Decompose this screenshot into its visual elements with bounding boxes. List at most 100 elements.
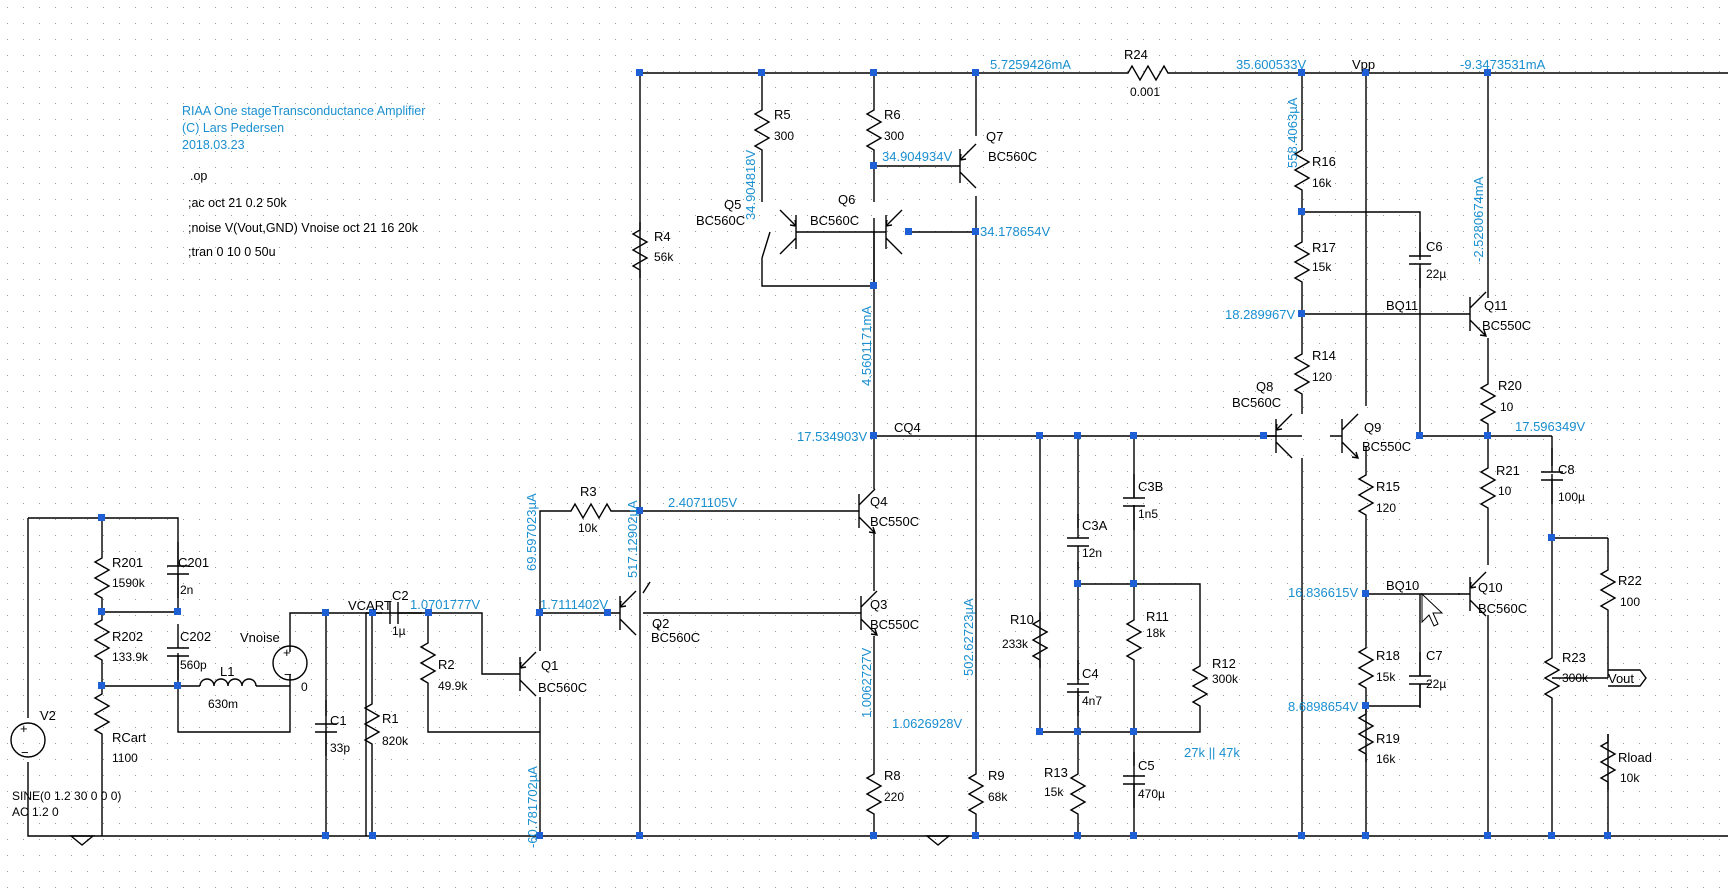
r14-name: R14 xyxy=(1312,348,1336,363)
q3-name: Q3 xyxy=(870,597,887,612)
r3-name: R3 xyxy=(580,484,597,499)
r17-value: 15k xyxy=(1312,260,1332,274)
op-q3-emitter-voltage: 1.0062727V xyxy=(859,648,874,718)
c201-value: 2n xyxy=(180,583,193,597)
q8-model: BC560C xyxy=(1232,395,1281,410)
r2-name: R2 xyxy=(438,657,455,672)
spice-directives[interactable]: .op ;ac oct 21 0.2 50k ;noise V(Vout,GND… xyxy=(188,169,419,259)
junction-dots xyxy=(98,69,1611,839)
net-labels[interactable]: VCART CQ4 BQ11 BQ10 Vpp Vout xyxy=(348,57,1647,687)
r15-name: R15 xyxy=(1376,479,1400,494)
source-vnoise-value[interactable]: 0 xyxy=(301,680,308,694)
op-vpp-voltage: 35.600533V xyxy=(1236,57,1306,72)
l1-name[interactable]: L1 xyxy=(220,664,234,679)
r2-value: 49.9k xyxy=(438,679,468,693)
directive-op[interactable]: .op xyxy=(190,169,207,183)
source-v2-ac[interactable]: AC 1.2 0 xyxy=(12,805,59,819)
r8-name: R8 xyxy=(884,768,901,783)
q9-model: BC550C xyxy=(1362,439,1411,454)
operating-point-labels[interactable]: 5.7259426mA 35.600533V -9.3473531mA 558.… xyxy=(410,57,1585,848)
op-bq11-voltage: 18.289967V xyxy=(1225,307,1295,322)
r18-name: R18 xyxy=(1376,648,1400,663)
c1-value: 33p xyxy=(330,741,350,755)
resistor-labels[interactable]: R201 1590k R202 133.9k RCart 1100 R1 820… xyxy=(112,47,1652,804)
c2-value: 1µ xyxy=(392,624,406,638)
r5-name: R5 xyxy=(774,107,791,122)
op-q11-base-current: -2.5280674mA xyxy=(1471,176,1486,262)
r16-value: 16k xyxy=(1312,176,1332,190)
op-q1-collector-current: -60.781702µA xyxy=(525,766,540,848)
r11-value: 18k xyxy=(1146,626,1166,640)
r9-value: 68k xyxy=(988,790,1008,804)
source-v2-name[interactable]: V2 xyxy=(40,708,56,723)
r21-value: 10 xyxy=(1498,484,1512,498)
r6-value: 300 xyxy=(884,129,904,143)
op-q4-base-voltage: 2.4071105V xyxy=(668,495,737,510)
comment-title: RIAA One stageTransconductance Amplifier xyxy=(182,104,425,118)
c5-value: 470µ xyxy=(1138,787,1165,801)
op-r16-current: 558.4063µA xyxy=(1285,97,1300,168)
op-output-voltage: 17.596349V xyxy=(1515,419,1585,434)
r23-name: R23 xyxy=(1562,650,1586,665)
q1-name: Q1 xyxy=(541,658,558,673)
c3a-value: 12n xyxy=(1082,546,1102,560)
r10-value: 233k xyxy=(1002,637,1029,651)
c4-value: 4n7 xyxy=(1082,694,1102,708)
q2-name: Q2 xyxy=(652,616,669,631)
r13-name: R13 xyxy=(1044,765,1068,780)
c3b-name: C3B xyxy=(1138,479,1163,494)
q3-model: BC550C xyxy=(870,617,919,632)
header-comment: RIAA One stageTransconductance Amplifier… xyxy=(182,104,425,152)
source-vnoise-name[interactable]: Vnoise xyxy=(240,630,280,645)
component-symbols: +− +− xyxy=(10,65,1616,846)
net-vpp: Vpp xyxy=(1352,57,1375,72)
r20-name: R20 xyxy=(1498,378,1522,393)
r12-name: R12 xyxy=(1212,656,1236,671)
c4-name: C4 xyxy=(1082,666,1099,681)
source-v2-sine[interactable]: SINE(0 1.2 30 0 0 0) xyxy=(12,789,121,803)
r12-value: 300k xyxy=(1212,672,1239,686)
svg-text:−: − xyxy=(21,745,29,760)
svg-text:+: + xyxy=(283,645,291,660)
capacitor-labels[interactable]: C201 2n C202 560p C1 33p C2 1µ C3A 12n C… xyxy=(178,239,1585,801)
op-r24-current: 5.7259426mA xyxy=(990,57,1071,72)
r22-value: 100 xyxy=(1620,595,1640,609)
r24-name: R24 xyxy=(1124,47,1148,62)
directive-ac[interactable]: ;ac oct 21 0.2 50k xyxy=(188,196,287,210)
op-r18-node-voltage: 8.6898654V xyxy=(1288,699,1358,714)
mouse-cursor-icon xyxy=(1421,592,1444,627)
r1-name: R1 xyxy=(382,711,399,726)
r201-value: 1590k xyxy=(112,576,146,590)
directive-tran[interactable]: ;tran 0 10 0 50u xyxy=(188,245,276,259)
q11-name: Q11 xyxy=(1484,298,1508,313)
op-cq4-voltage: 17.534903V xyxy=(797,429,867,444)
r202-value: 133.9k xyxy=(112,650,149,664)
comment-date: 2018.03.23 xyxy=(182,138,245,152)
c7-name: C7 xyxy=(1426,648,1443,663)
op-r3-current: 69.597023µA xyxy=(524,493,539,571)
r19-name: R19 xyxy=(1376,731,1400,746)
q5-model: BC560C xyxy=(696,213,745,228)
note-27k-47k[interactable]: 27k || 47k xyxy=(1184,745,1240,760)
l1-value[interactable]: 630m xyxy=(208,697,238,711)
q10-model: BC560C xyxy=(1478,601,1527,616)
r19-value: 16k xyxy=(1376,752,1396,766)
c6-value: 22µ xyxy=(1426,267,1446,281)
transistor-labels[interactable]: Q1 BC560C Q2 BC560C Q3 BC550C Q4 BC550C … xyxy=(538,129,1531,695)
net-bq10: BQ10 xyxy=(1386,578,1419,593)
svg-text:−: − xyxy=(284,667,292,682)
c202-name: C202 xyxy=(180,629,211,644)
r202-name: R202 xyxy=(112,629,143,644)
c202-value: 560p xyxy=(180,658,207,672)
c201-name: C201 xyxy=(178,555,209,570)
directive-noise[interactable]: ;noise V(Vout,GND) Vnoise oct 21 16 20k xyxy=(188,221,419,235)
q1-model: BC560C xyxy=(538,680,587,695)
r4-name: R4 xyxy=(654,229,671,244)
rload-value: 10k xyxy=(1620,771,1640,785)
q11-model: BC550C xyxy=(1482,318,1531,333)
op-r9-current: 502.62723µA xyxy=(961,598,976,676)
net-cq4: CQ4 xyxy=(894,420,921,435)
q4-name: Q4 xyxy=(870,494,887,509)
